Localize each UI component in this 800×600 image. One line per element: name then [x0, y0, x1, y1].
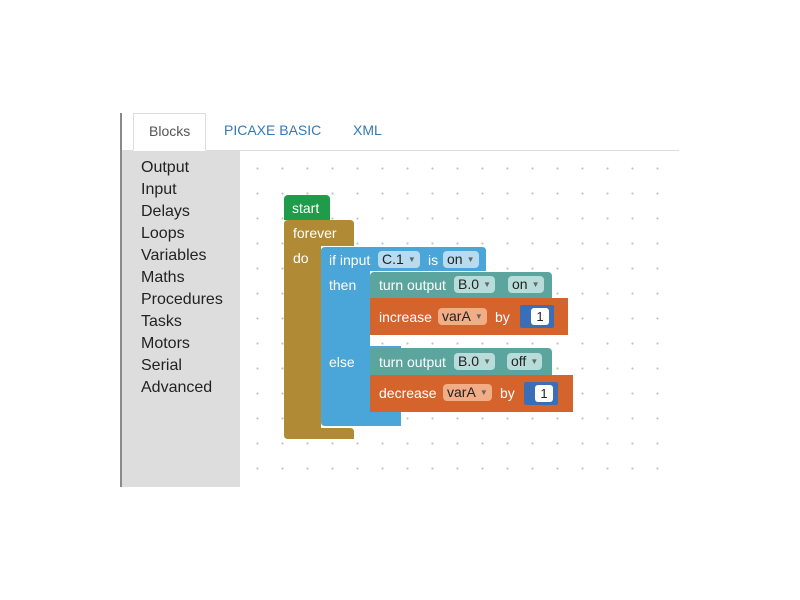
toolbox-category-variables[interactable]: Variables [141, 247, 207, 264]
forever-block-path [284, 220, 354, 439]
start-label: start [292, 200, 320, 216]
decrease-amount-block[interactable]: 1 [524, 382, 558, 405]
increase-var-value: varA [442, 308, 471, 324]
turn-output-pin-dropdown[interactable]: B.0▼ [454, 353, 496, 370]
toolbox: Output Input Delays Loops Variables Math… [122, 151, 240, 487]
dropdown-arrow-icon: ▼ [407, 255, 416, 264]
tab-blocks[interactable]: Blocks [133, 113, 206, 151]
do-label: do [293, 250, 309, 266]
turn-output-off-block[interactable]: turn output B.0▼ off▼ [370, 348, 552, 375]
toolbox-category-procedures[interactable]: Procedures [141, 291, 223, 308]
toolbox-category-input[interactable]: Input [141, 181, 177, 198]
decrease-var-dropdown[interactable]: varA▼ [443, 384, 492, 401]
decrease-by-label: by [500, 385, 515, 401]
increase-amount-value[interactable]: 1 [531, 308, 549, 325]
if-input-state-dropdown[interactable]: on▼ [443, 251, 479, 268]
forever-block[interactable]: forever do [284, 220, 354, 439]
toolbox-category-motors[interactable]: Motors [141, 335, 190, 352]
dropdown-arrow-icon: ▼ [479, 388, 488, 397]
toolbox-category-loops[interactable]: Loops [141, 225, 185, 242]
tab-xml-label: XML [353, 122, 382, 138]
tab-bar: Blocks PICAXE BASIC XML [122, 113, 679, 151]
decrease-amount-value[interactable]: 1 [535, 385, 553, 402]
increase-by-label: by [495, 309, 510, 325]
turn-output-on-block[interactable]: turn output B.0▼ on▼ [370, 272, 552, 298]
is-label: is [428, 252, 439, 268]
toolbox-category-serial[interactable]: Serial [141, 357, 182, 374]
tab-picaxe-basic[interactable]: PICAXE BASIC [209, 113, 336, 150]
if-input-label: if input [329, 252, 371, 268]
forever-block-shape [284, 220, 354, 439]
decrease-block[interactable]: decrease varA▼ by 1 [370, 375, 573, 412]
if-input-state-value: on [447, 251, 463, 267]
blocks-workspace[interactable]: forever do start if input C.1▼ is on▼ th… [240, 151, 679, 487]
if-input-block[interactable]: if input C.1▼ is on▼ then else [321, 247, 486, 426]
dropdown-arrow-icon: ▼ [466, 255, 475, 264]
dropdown-arrow-icon: ▼ [483, 357, 492, 366]
toolbox-category-tasks[interactable]: Tasks [141, 313, 182, 330]
start-block[interactable]: start [284, 195, 330, 220]
tab-xml[interactable]: XML [338, 113, 397, 150]
turn-output-pin-value: B.0 [458, 276, 480, 292]
toolbox-category-delays[interactable]: Delays [141, 203, 190, 220]
increase-var-dropdown[interactable]: varA▼ [438, 308, 487, 325]
decrease-label: decrease [379, 385, 437, 401]
dropdown-arrow-icon: ▼ [530, 357, 539, 366]
if-input-pin-value: C.1 [382, 251, 404, 267]
tab-picaxe-basic-label: PICAXE BASIC [224, 122, 322, 138]
toolbox-category-maths[interactable]: Maths [141, 269, 185, 286]
toolbox-category-output[interactable]: Output [141, 159, 190, 176]
dropdown-arrow-icon: ▼ [531, 280, 540, 289]
turn-output-state-value: on [512, 276, 528, 292]
toolbox-category-advanced[interactable]: Advanced [141, 379, 213, 396]
increase-amount-block[interactable]: 1 [520, 305, 554, 328]
turn-output-state-dropdown[interactable]: on▼ [508, 276, 544, 293]
turn-output-state-value: off [511, 353, 527, 369]
turn-output-label: turn output [379, 354, 446, 370]
increase-label: increase [379, 309, 432, 325]
dropdown-arrow-icon: ▼ [483, 280, 492, 289]
turn-output-pin-value: B.0 [458, 353, 480, 369]
if-input-block-shape [321, 247, 486, 426]
turn-output-pin-dropdown[interactable]: B.0▼ [454, 276, 496, 293]
then-label: then [329, 277, 357, 293]
tab-blocks-label: Blocks [149, 123, 191, 139]
increase-block[interactable]: increase varA▼ by 1 [370, 298, 568, 335]
forever-label: forever [293, 225, 337, 241]
turn-output-state-dropdown[interactable]: off▼ [507, 353, 543, 370]
turn-output-label: turn output [379, 277, 446, 293]
else-label: else [329, 354, 355, 370]
if-input-pin-dropdown[interactable]: C.1▼ [378, 251, 420, 268]
decrease-var-value: varA [447, 384, 476, 400]
dropdown-arrow-icon: ▼ [474, 312, 483, 321]
if-input-block-path [321, 247, 486, 426]
app-panel: Blocks PICAXE BASIC XML Output Input Del… [120, 113, 679, 487]
